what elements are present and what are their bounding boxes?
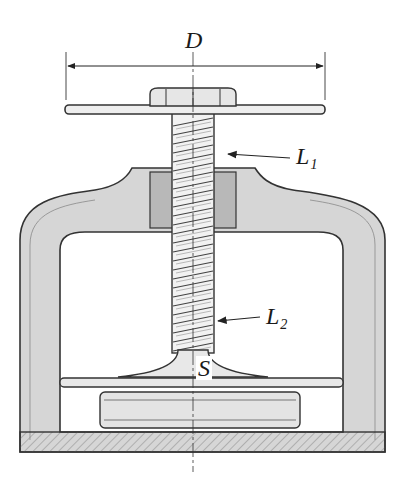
dimension-line	[68, 66, 323, 67]
center-line	[193, 52, 194, 472]
extension-line	[66, 52, 67, 100]
roller	[100, 392, 300, 428]
base	[20, 432, 385, 452]
dimension-label: D	[183, 28, 204, 52]
part-label: S	[196, 356, 212, 380]
part-label: L₁	[294, 144, 320, 168]
extension-line	[325, 52, 326, 100]
part-label: L₂	[264, 304, 290, 328]
leader-line	[218, 317, 260, 321]
leader-line	[228, 154, 290, 158]
